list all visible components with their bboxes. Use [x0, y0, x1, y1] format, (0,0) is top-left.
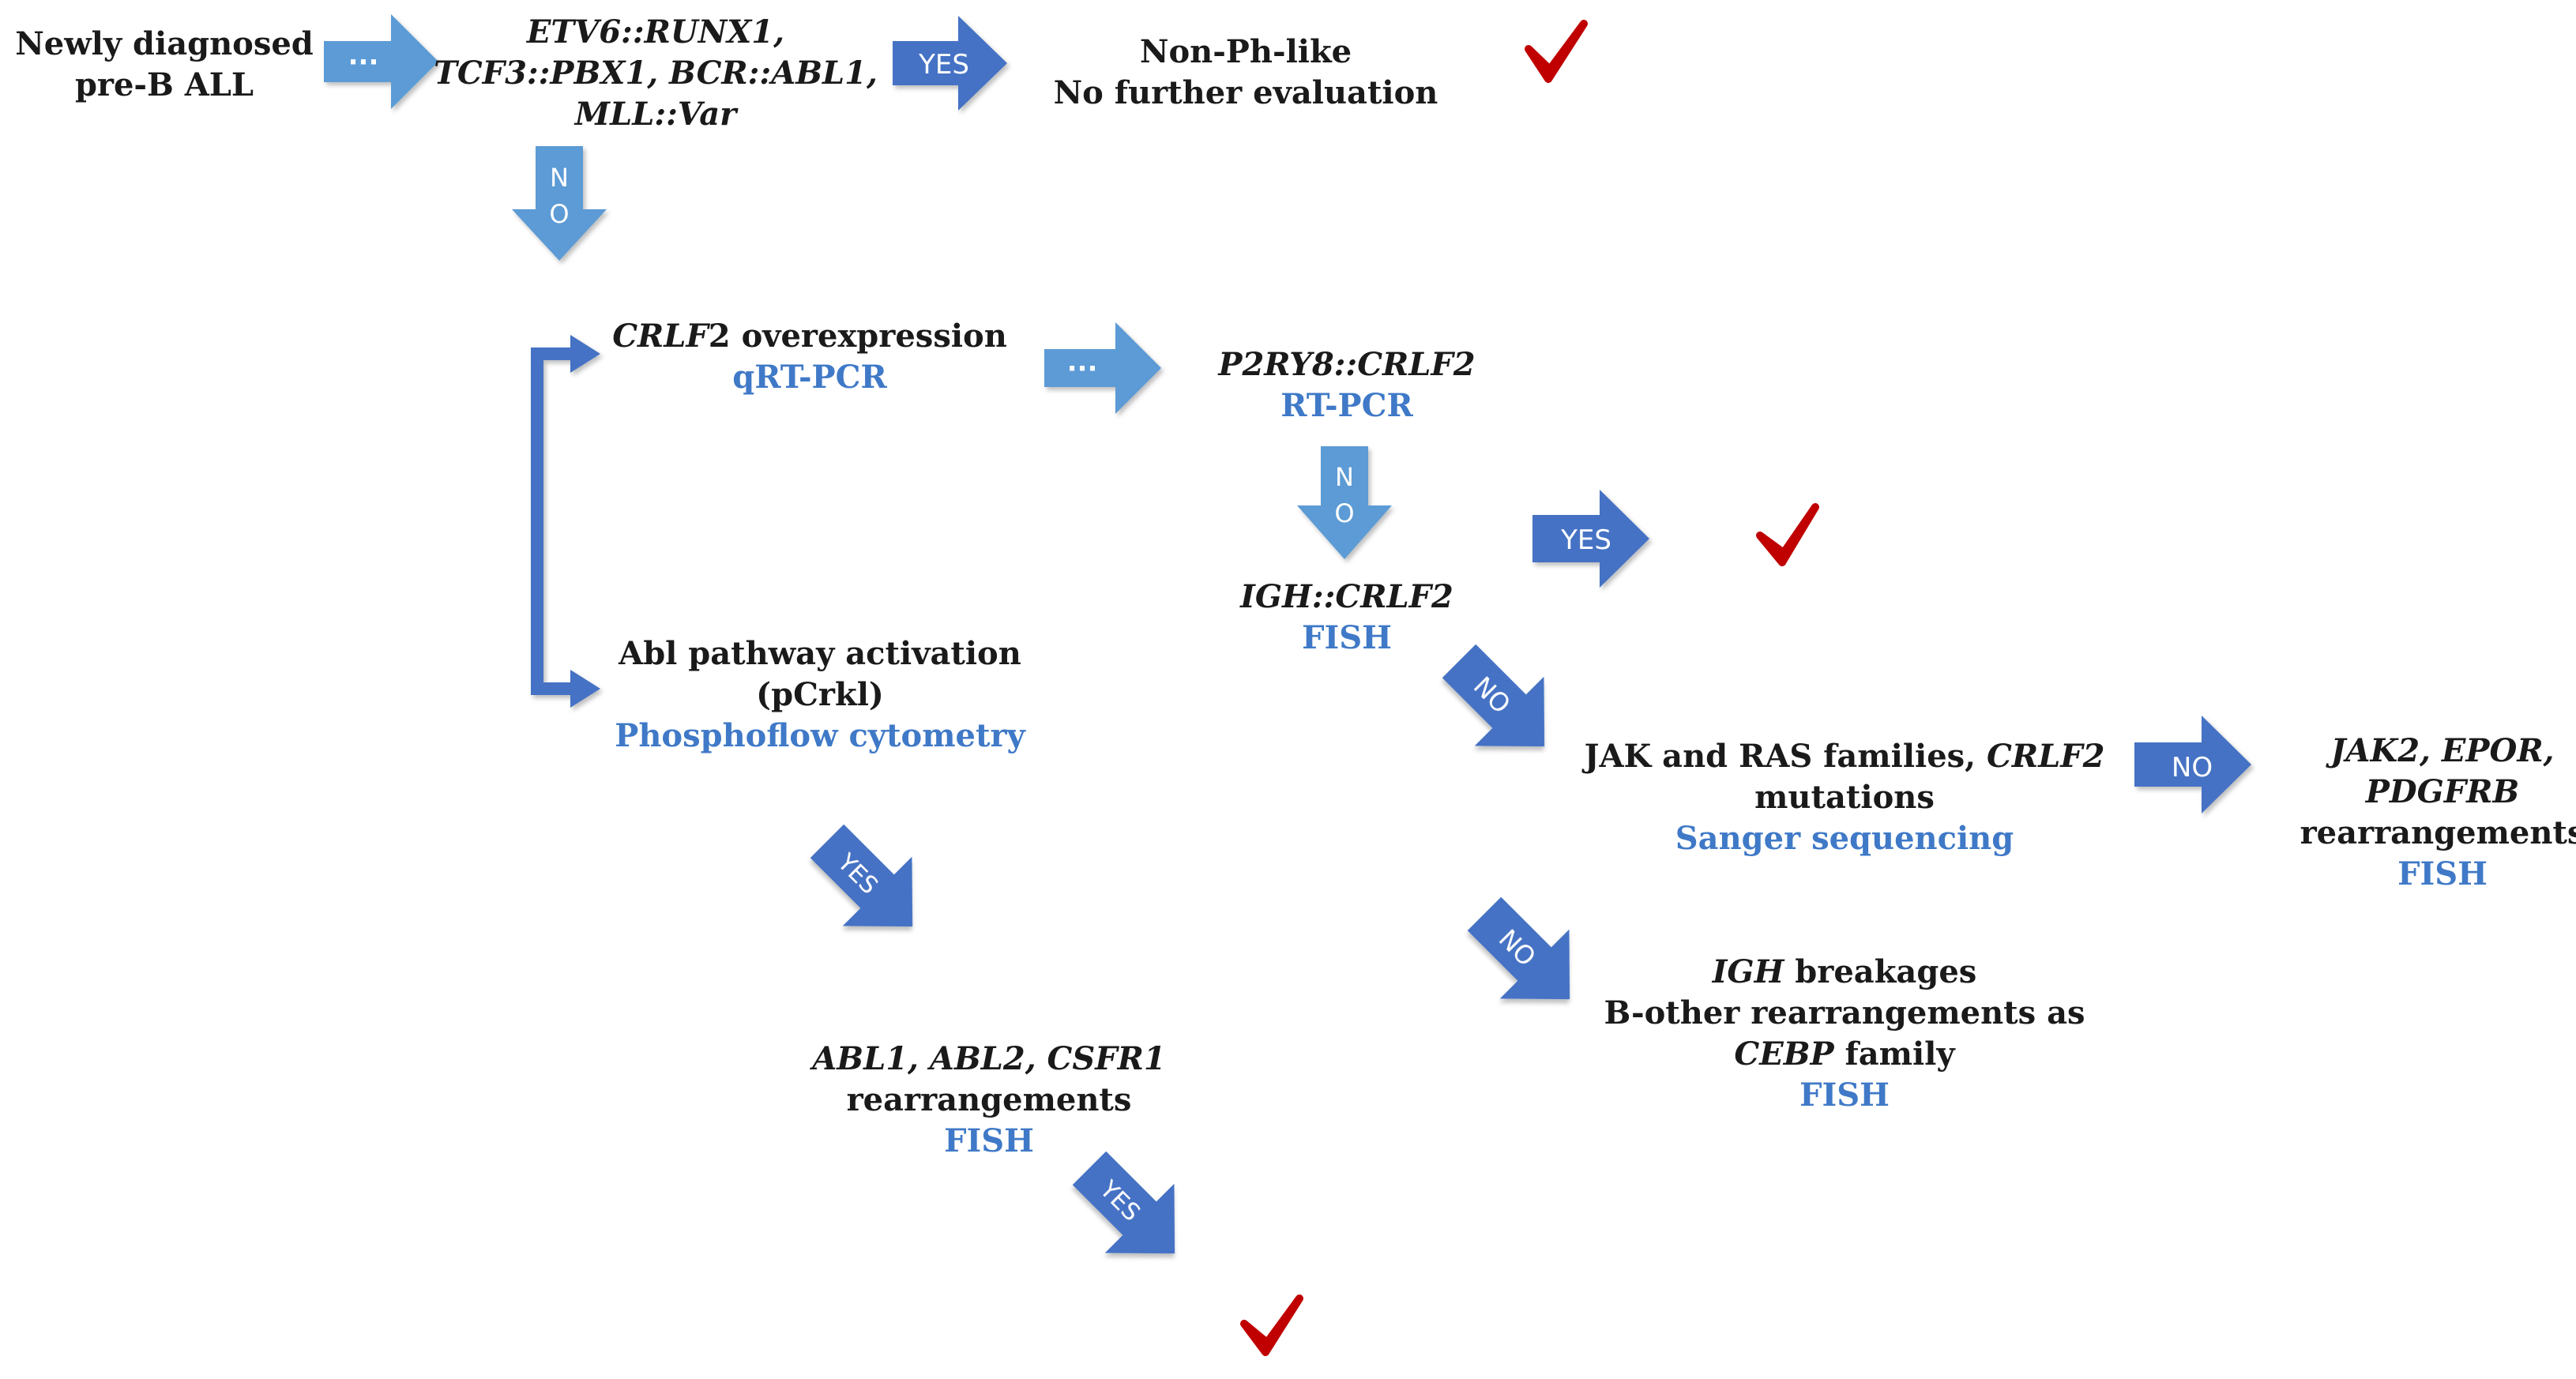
fusions-yes-arrow: [893, 16, 1007, 111]
jak-ras-method: Sanger sequencing: [1675, 820, 2014, 857]
non-ph-line2: No further evaluation: [1053, 74, 1438, 111]
block-arrow-icon: ···: [1044, 322, 1161, 414]
jak-ras-line2: mutations: [1754, 779, 1935, 816]
abl-pathway-line1: Abl pathway activation: [619, 635, 1021, 672]
abl1-line1: ABL1, ABL2, CSFR1: [812, 1040, 1166, 1077]
no-label-n: N: [550, 163, 569, 193]
jak-ras-node: JAK and RAS families, CRLF2 mutations Sa…: [1585, 736, 2105, 859]
cebp-gene: CEBP: [1734, 1035, 1834, 1073]
no-label-n: N: [1335, 462, 1354, 492]
block-arrow-icon: ···: [324, 14, 438, 109]
igh-crlf2-gene: IGH::CRLF2: [1240, 578, 1453, 615]
checkmark-icon: [1525, 20, 1588, 83]
igh-crlf2-method: FISH: [1302, 619, 1392, 656]
abl1-node: ABL1, ABL2, CSFR1 rearrangements FISH: [812, 1039, 1166, 1162]
abl-pathway-node: Abl pathway activation (pCrkl) Phosphofl…: [615, 633, 1025, 757]
jak-ras-line1: JAK and RAS families, CRLF2: [1585, 736, 2105, 777]
abl-pathway-yes-arrow: [810, 824, 913, 927]
yes-label: YES: [918, 49, 969, 81]
jak-ras-pre: JAK and RAS families,: [1584, 738, 1987, 775]
no-label-o: O: [549, 199, 569, 229]
start-line1: Newly diagnosed: [15, 25, 314, 62]
bracket-top-arrowhead: [570, 335, 600, 373]
no-label: NO: [2172, 752, 2213, 783]
block-arrow-icon: YES: [1532, 490, 1649, 588]
block-arrow-icon: YES: [810, 824, 913, 927]
jak2-method: FISH: [2397, 855, 2488, 892]
no-label-o: O: [1334, 498, 1354, 528]
crlf2-method: qRT-PCR: [732, 359, 887, 396]
bracket-connector: [531, 335, 600, 708]
igh-crlf2-no-arrow: [1442, 644, 1545, 747]
jak-ras-gene: CRLF2: [1987, 738, 2105, 775]
start-line2: pre-B ALL: [74, 66, 254, 103]
block-arrow-icon: NO: [1467, 896, 1570, 1000]
bracket-top-bar: [531, 348, 577, 360]
bracket-vertical-bar: [531, 348, 543, 695]
igh-breakages-method: FISH: [1799, 1077, 1890, 1114]
crlf2-suffix: 2 overexpression: [708, 318, 1007, 355]
abl1-yes-arrow: [1072, 1151, 1175, 1254]
fusions-line2: TCF3::PBX1, BCR::ABL1,: [434, 54, 878, 92]
jak2-line1: JAK2, EPOR,: [2330, 732, 2555, 769]
block-arrow-icon: NO: [2134, 716, 2251, 813]
igh-breakages-line1: IGH breakages: [1604, 952, 2085, 993]
non-ph-line1: Non-Ph-like: [1139, 33, 1352, 70]
igh-breakages-line3: CEBP family: [1604, 1034, 2085, 1075]
abl1-method: FISH: [944, 1122, 1034, 1159]
bracket-bottom-arrowhead: [570, 670, 600, 708]
jak-ras-no-arrow: [2134, 716, 2251, 813]
abl-pathway-line2: (pCrkl): [756, 676, 884, 713]
crlf2-title: CRLF2 overexpression: [612, 316, 1007, 357]
igh-breakages-node: IGH breakages B-other rearrangements as …: [1604, 952, 2085, 1116]
p2ry8-method: RT-PCR: [1280, 387, 1413, 424]
p2ry8-gene: P2RY8::CRLF2: [1218, 346, 1476, 383]
crlf2-node: CRLF2 overexpression qRT-PCR: [612, 316, 1007, 398]
start-node: Newly diagnosed pre-B ALL: [15, 24, 314, 106]
crlf2-gene: CRLF: [612, 318, 709, 355]
block-arrow-icon: N O: [1297, 446, 1392, 559]
jak2-line2: PDGFRB: [2365, 773, 2520, 810]
p2ry8-node: P2RY8::CRLF2 RT-PCR: [1218, 344, 1475, 426]
non-ph-node: Non-Ph-like No further evaluation: [1054, 32, 1438, 114]
igh-crlf2-node: IGH::CRLF2 FISH: [1240, 577, 1453, 659]
abl1-line2: rearrangements: [846, 1081, 1132, 1118]
jak-ras-no-down-arrow: [1467, 896, 1570, 1000]
igh-crlf2-yes-arrow: [1532, 490, 1649, 588]
start-to-fusions-arrow: [324, 14, 438, 109]
jak2-node: JAK2, EPOR, PDGFRB rearrangements FISH: [2300, 731, 2576, 895]
checkmark-icon: [1756, 503, 1819, 566]
checkmark-icon: [1240, 1294, 1303, 1356]
bracket-bottom-bar: [531, 682, 577, 695]
yes-label: YES: [1560, 524, 1611, 556]
abl-pathway-method: Phosphoflow cytometry: [615, 717, 1025, 754]
ellipsis-label: ···: [348, 47, 379, 78]
block-arrow-icon: YES: [893, 16, 1007, 111]
fusions-node: ETV6::RUNX1, TCF3::PBX1, BCR::ABL1, MLL:…: [434, 12, 878, 135]
block-arrow-icon: NO: [1442, 644, 1545, 747]
block-arrow-icon: N O: [512, 146, 607, 261]
ellipsis-label: ···: [1067, 353, 1098, 385]
fusions-line1: ETV6::RUNX1,: [526, 13, 785, 51]
cebp-suffix: family: [1833, 1035, 1955, 1073]
igh-suffix: breakages: [1784, 953, 1977, 990]
jak2-line3: rearrangements: [2300, 814, 2576, 851]
fusions-line3: MLL::Var: [574, 96, 737, 133]
p2ry8-no-arrow: [1297, 446, 1392, 559]
crlf2-to-p2ry8-arrow: [1044, 322, 1161, 414]
igh-breakages-line2: B-other rearrangements as: [1604, 994, 2085, 1031]
igh-gene: IGH: [1712, 953, 1784, 990]
fusions-no-arrow: [512, 146, 607, 261]
